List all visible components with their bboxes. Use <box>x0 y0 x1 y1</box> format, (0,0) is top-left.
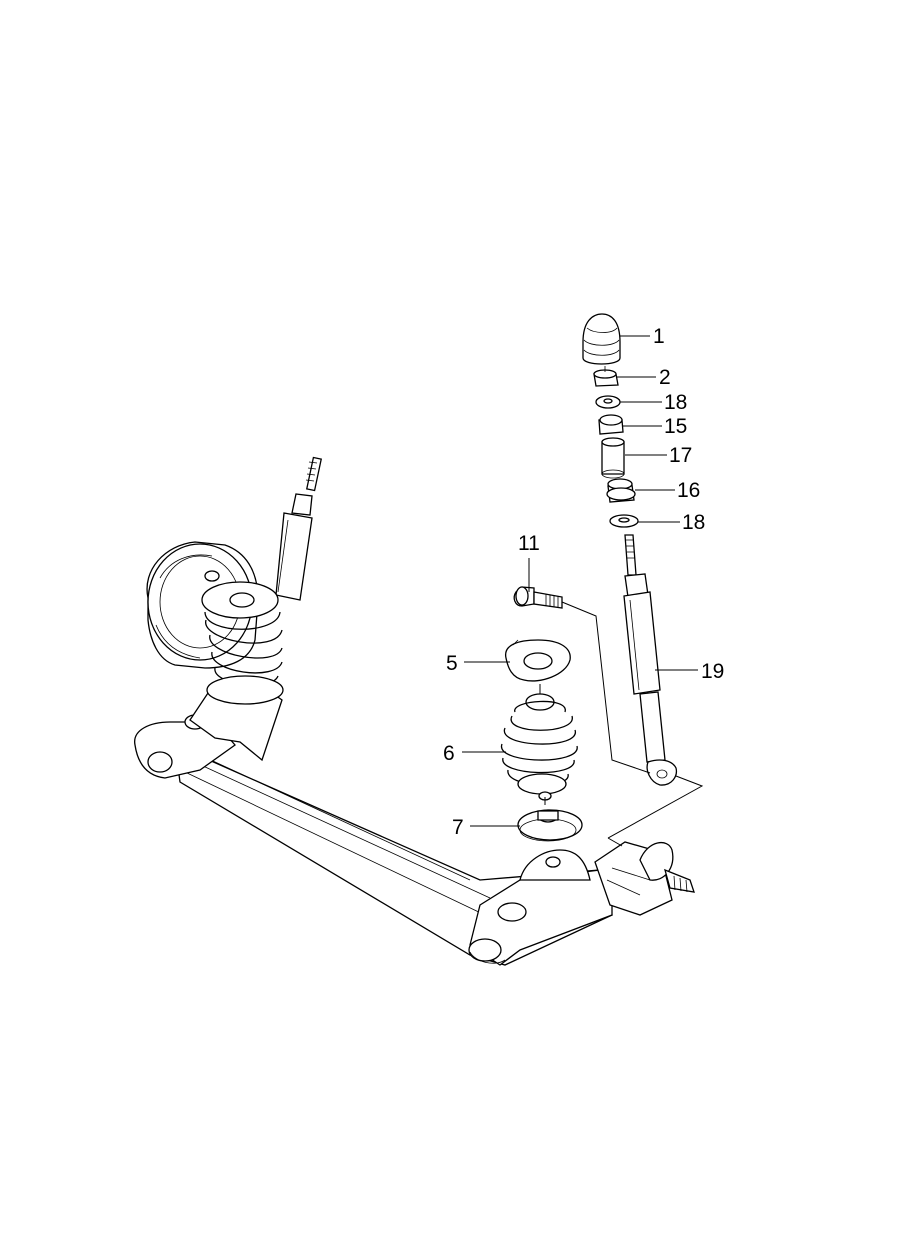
callout-5: 5 <box>446 652 458 675</box>
assembly-guide-lines <box>539 601 704 847</box>
part-11-bolt <box>513 586 563 609</box>
callout-6: 6 <box>443 742 455 765</box>
callout-11: 11 <box>518 532 540 555</box>
callout-18-lower: 18 <box>682 511 705 534</box>
callout-7: 7 <box>452 816 464 839</box>
callout-labels: 1 2 18 15 17 16 18 11 5 19 6 7 <box>443 325 724 839</box>
left-pivot-bush <box>147 751 173 773</box>
callout-19: 19 <box>701 660 724 683</box>
callout-16: 16 <box>677 479 700 502</box>
rear-axle-beam <box>134 689 695 966</box>
part-18-washer-upper <box>595 395 621 409</box>
part-2-nut <box>593 366 619 387</box>
leader-lines <box>462 335 698 827</box>
left-coil-spring <box>201 581 284 705</box>
callout-15: 15 <box>664 415 687 438</box>
part-7-spring-seat-lower <box>517 809 583 842</box>
part-17-sleeve <box>601 437 625 479</box>
callout-2: 2 <box>659 366 671 389</box>
part-16-bush-lower <box>606 478 636 503</box>
callout-1: 1 <box>653 325 665 348</box>
part-18-washer-lower <box>609 514 639 528</box>
callout-17: 17 <box>669 444 692 467</box>
part-6-coil-spring <box>501 693 578 801</box>
part-1-bump-stop <box>582 313 621 365</box>
part-15-bush-upper <box>598 414 624 435</box>
part-19-shock-absorber <box>623 534 678 786</box>
left-shock-absorber <box>275 456 323 601</box>
callout-18-upper: 18 <box>664 391 687 414</box>
part-5-spring-seat-upper <box>505 639 571 682</box>
